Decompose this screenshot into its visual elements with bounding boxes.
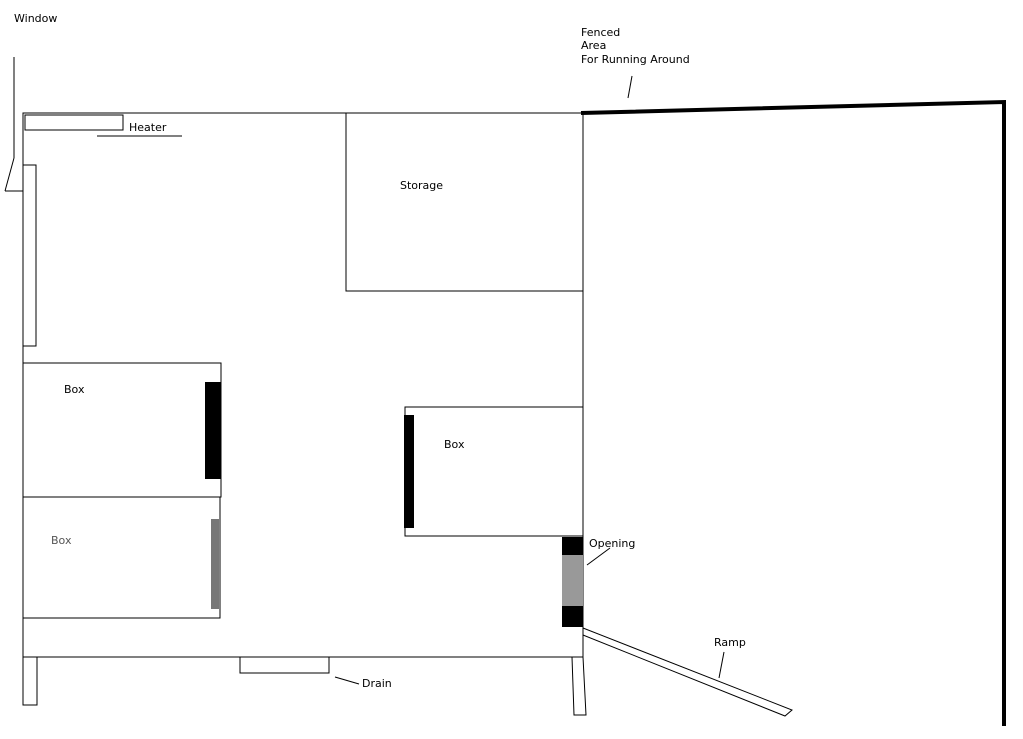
opening-label: Opening xyxy=(589,537,635,550)
right-leg xyxy=(571,656,587,716)
heater-label: Heater xyxy=(129,121,167,134)
opening-gap xyxy=(562,537,583,627)
box-left-bottom-door xyxy=(211,519,219,609)
fenced-label-line1: Fenced xyxy=(581,26,620,39)
drain-label: Drain xyxy=(362,677,392,690)
opening-top xyxy=(562,537,583,555)
box-left-bottom-label: Box xyxy=(51,534,72,547)
fence xyxy=(580,99,1006,726)
fenced-label-line2: Area xyxy=(581,39,606,52)
storage-label: Storage xyxy=(400,179,443,192)
box-right-label: Box xyxy=(444,438,465,451)
storage-area xyxy=(345,113,583,292)
window xyxy=(4,57,37,347)
window-panel xyxy=(22,164,37,347)
ramp-label: Ramp xyxy=(714,636,746,649)
fenced-label-line3: For Running Around xyxy=(581,53,690,66)
fence-leader xyxy=(627,75,633,99)
main-enclosure xyxy=(22,112,584,658)
box-left-bottom xyxy=(22,496,221,619)
box-right-door xyxy=(404,415,414,528)
opening-bottom xyxy=(562,606,583,627)
box-left-top-door xyxy=(205,382,221,479)
ramp xyxy=(582,627,793,717)
heater-unit xyxy=(24,114,124,131)
opening-leader xyxy=(586,547,611,566)
drain-leader xyxy=(334,676,360,685)
box-left-top xyxy=(22,362,222,498)
ramp-leader xyxy=(718,651,725,679)
drain-box xyxy=(239,656,330,674)
box-left-top-label: Box xyxy=(64,383,85,396)
box-right xyxy=(404,406,584,537)
left-leg xyxy=(22,657,38,706)
window-label: Window xyxy=(14,12,57,25)
